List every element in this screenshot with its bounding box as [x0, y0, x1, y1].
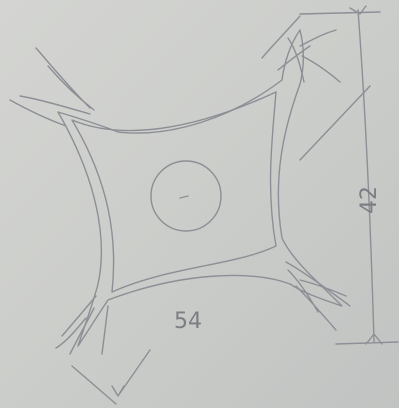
height-label: 42 — [357, 186, 382, 214]
width-label: 54 — [174, 309, 202, 334]
